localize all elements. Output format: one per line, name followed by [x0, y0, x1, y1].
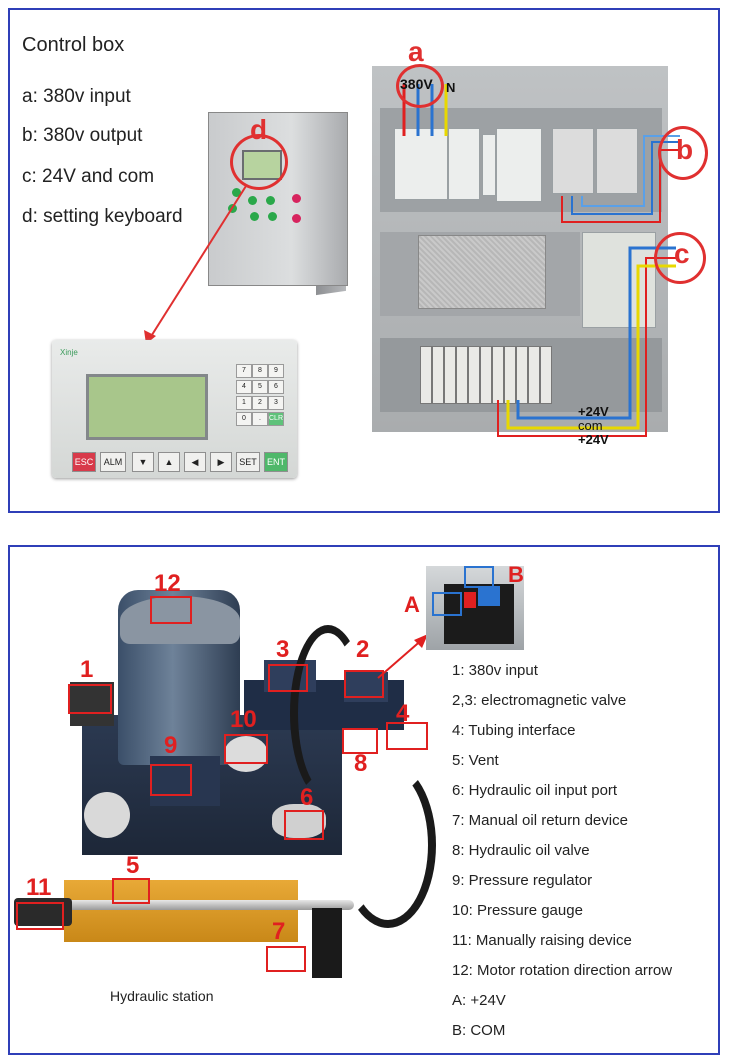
marker-box-a — [432, 592, 462, 616]
hs-legend-6: 6: Hydraulic oil input port — [452, 782, 618, 799]
marker-d: d — [250, 114, 268, 145]
key-left[interactable]: ◀ — [184, 452, 206, 472]
hs-legend-8: 8: Hydraulic oil valve — [452, 842, 590, 859]
key-5[interactable]: 5 — [252, 380, 268, 394]
key-up[interactable]: ▲ — [158, 452, 180, 472]
marker-a: a — [408, 36, 424, 67]
key-down[interactable]: ▼ — [132, 452, 154, 472]
key-7[interactable]: 7 — [236, 364, 252, 378]
key-1[interactable]: 1 — [236, 396, 252, 410]
label-n: N — [446, 80, 456, 95]
hs-legend-1: 1: 380v input — [452, 662, 538, 679]
marker-4: 4 — [396, 700, 410, 727]
keypad-brand: Xinje — [60, 348, 78, 357]
marker-9: 9 — [164, 732, 178, 759]
key-0[interactable]: 0 — [236, 412, 252, 426]
key-esc[interactable]: ESC — [72, 452, 96, 472]
label-plus24v-1: +24V — [578, 404, 609, 419]
control-box-title: Control box — [22, 34, 125, 56]
key-clr[interactable]: CLR — [268, 412, 284, 426]
hydraulic-station-caption: Hydraulic station — [110, 988, 214, 1004]
label-380v: 380V — [400, 76, 433, 92]
hs-legend-10: 10: Pressure gauge — [452, 902, 583, 919]
marker-6: 6 — [300, 784, 314, 811]
marker-12: 12 — [154, 570, 181, 597]
hs-legend-2-3: 2,3: electromagnetic valve — [452, 692, 627, 709]
cabinet-wiring — [402, 84, 680, 437]
key-2[interactable]: 2 — [252, 396, 268, 410]
hs-legend-a: A: +24V — [452, 992, 506, 1009]
legend-item-c: c: 24V and com — [22, 166, 155, 187]
key-4[interactable]: 4 — [236, 380, 252, 394]
marker-A: A — [404, 592, 420, 617]
marker-11: 11 — [26, 874, 52, 901]
hs-legend-4: 4: Tubing interface — [452, 722, 576, 739]
key-6[interactable]: 6 — [268, 380, 284, 394]
label-plus24v-2: +24V — [578, 432, 609, 447]
marker-8: 8 — [354, 750, 368, 777]
hs-legend-b: B: COM — [452, 1022, 506, 1039]
marker-box-11 — [16, 902, 64, 930]
keypad-lcd — [86, 374, 208, 440]
legend-item-d: d: setting keyboard — [22, 206, 183, 227]
marker-circle-c — [654, 232, 706, 284]
key-8[interactable]: 8 — [252, 364, 268, 378]
marker-circle-b — [658, 126, 708, 180]
marker-box-b — [464, 566, 494, 588]
marker-box-4 — [386, 722, 428, 750]
marker-box-12 — [150, 596, 192, 624]
marker-1: 1 — [80, 656, 94, 683]
marker-c: c — [674, 238, 690, 269]
marker-box-3 — [268, 664, 308, 692]
key-alm[interactable]: ALM — [100, 452, 126, 472]
marker-b: b — [676, 134, 694, 165]
marker-box-8 — [342, 728, 378, 754]
legend-item-b: b: 380v output — [22, 125, 143, 146]
marker-circle-d — [230, 134, 288, 190]
marker-2: 2 — [356, 636, 370, 663]
marker-B: B — [508, 562, 524, 587]
hs-legend-5: 5: Vent — [452, 752, 499, 769]
hs-legend-12: 12: Motor rotation direction arrow — [452, 962, 673, 979]
marker-10: 10 — [230, 706, 257, 733]
marker-5: 5 — [126, 852, 140, 879]
valve-connector-inset — [426, 566, 524, 650]
marker-3: 3 — [276, 636, 290, 663]
marker-box-9 — [150, 764, 192, 796]
arrow-to-inset — [377, 634, 428, 679]
key-3[interactable]: 3 — [268, 396, 284, 410]
marker-box-6 — [284, 810, 324, 840]
marker-box-1 — [68, 684, 112, 714]
marker-circle-a — [396, 64, 444, 108]
legend-item-a: a: 380v input — [22, 86, 131, 107]
marker-box-7 — [266, 946, 306, 972]
key-ent[interactable]: ENT — [264, 452, 288, 472]
key-9[interactable]: 9 — [268, 364, 284, 378]
marker-box-2 — [344, 670, 384, 698]
hs-legend-7: 7: Manual oil return device — [452, 812, 628, 829]
marker-7: 7 — [272, 918, 286, 945]
hs-legend-9: 9: Pressure regulator — [452, 872, 593, 889]
key-set[interactable]: SET — [236, 452, 260, 472]
marker-box-10 — [224, 734, 268, 764]
key-right[interactable]: ▶ — [210, 452, 232, 472]
hs-legend-11: 11: Manually raising device — [452, 932, 632, 949]
marker-box-5 — [112, 878, 150, 904]
label-com: com — [578, 418, 603, 433]
power-supply — [418, 235, 546, 309]
key-dot[interactable]: . — [252, 412, 268, 426]
